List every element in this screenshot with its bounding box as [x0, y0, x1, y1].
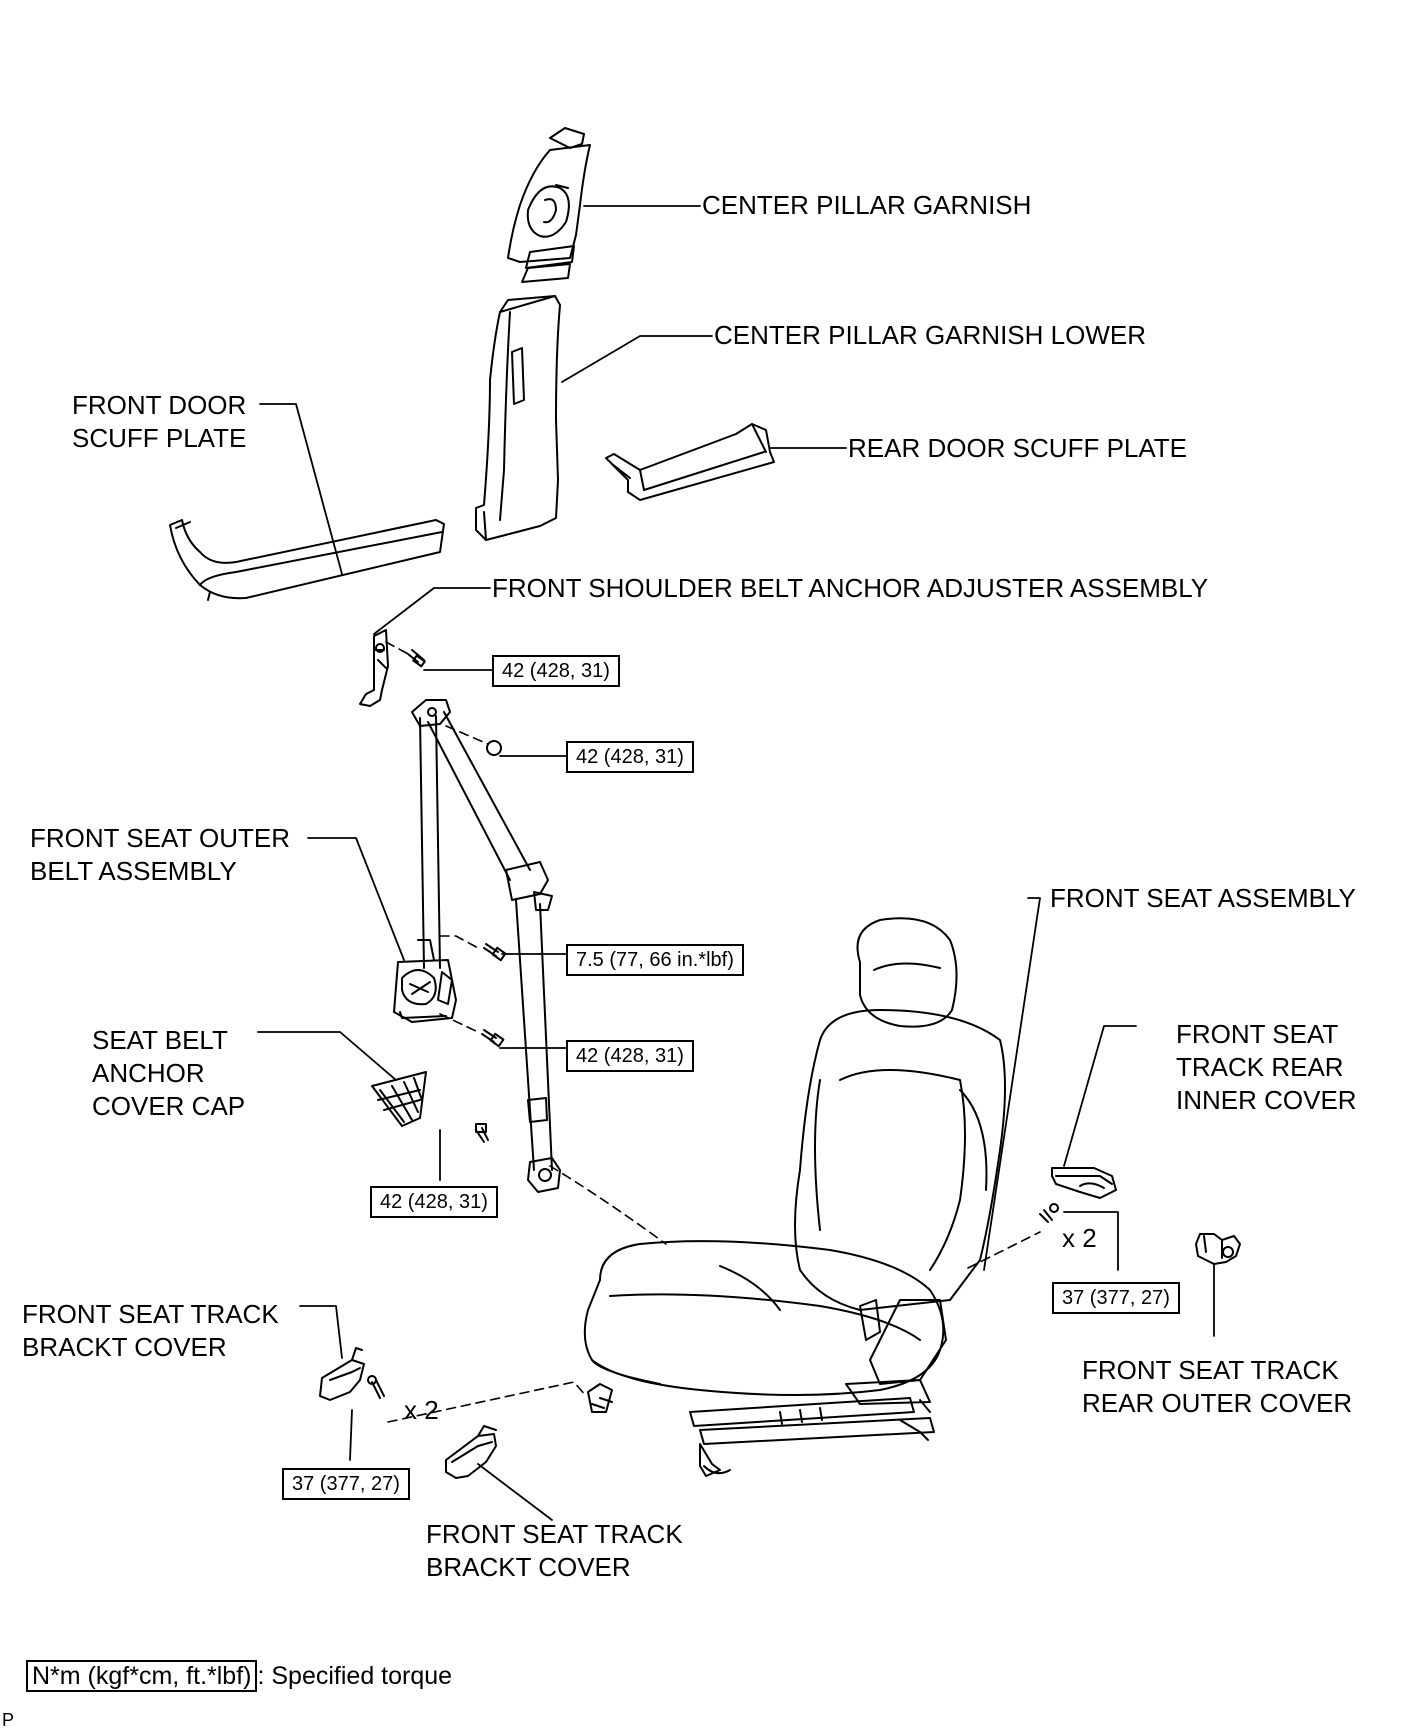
center-pillar-garnish-part [507, 127, 591, 283]
label-front-seat-assembly: FRONT SEAT ASSEMBLY [1050, 883, 1356, 913]
track-bracket-cover-bottom-part [445, 1425, 497, 1479]
torque-adjuster-bolt: 42 (428, 31) [492, 655, 620, 687]
label-track-bracket-cover-left-line1: FRONT SEAT TRACK [22, 1299, 279, 1329]
label-seat-belt-anchor-cover-cap-line3: COVER CAP [92, 1091, 246, 1121]
label-seat-belt-anchor-cover-cap-line1: SEAT BELT [92, 1025, 228, 1055]
torque-rear-track-bolts: 37 (377, 27) [1052, 1282, 1180, 1314]
fasteners [367, 649, 1059, 1399]
track-rear-inner-cover-part [1051, 1167, 1117, 1199]
label-seat-belt-anchor-cover-cap-line2: ANCHOR [92, 1058, 205, 1088]
track-rear-outer-cover-part [1195, 1233, 1241, 1265]
label-track-rear-inner-cover-line3: INNER COVER [1176, 1085, 1357, 1115]
installation-lines [385, 641, 1041, 1423]
front-seat-assembly-part [583, 917, 1006, 1477]
seat-belt-anchor-cover-cap-part [371, 1071, 427, 1127]
shoulder-belt-anchor-adjuster-part [359, 629, 389, 707]
label-center-pillar-garnish: CENTER PILLAR GARNISH [702, 190, 1032, 220]
label-track-bracket-cover-bottom-line1: FRONT SEAT TRACK [426, 1519, 683, 1549]
front-door-scuff-plate-part [169, 519, 445, 601]
legend-unit-box: N*m (kgf*cm, ft.*lbf) [26, 1660, 258, 1692]
torque-floor-anchor-bolt: 42 (428, 31) [370, 1186, 498, 1218]
front-seat-outer-belt-part [393, 699, 561, 1193]
label-front-door-scuff-plate-line2: SCUFF PLATE [72, 423, 247, 453]
label-track-rear-outer-cover-line2: REAR OUTER COVER [1082, 1388, 1353, 1418]
label-rear-door-scuff-plate: REAR DOOR SCUFF PLATE [848, 433, 1188, 463]
label-front-door-scuff-plate-line1: FRONT DOOR [72, 390, 247, 420]
corner-mark: P [2, 1710, 15, 1730]
label-qty-front-track-bolts: x 2 [404, 1395, 439, 1425]
torque-legend: N*m (kgf*cm, ft.*lbf): Specified torque [26, 1660, 452, 1692]
label-front-seat-outer-belt-line2: BELT ASSEMBLY [30, 856, 237, 886]
label-track-rear-outer-cover-line1: FRONT SEAT TRACK [1082, 1355, 1339, 1385]
torque-upper-anchor-nut: 42 (428, 31) [566, 741, 694, 773]
label-center-pillar-garnish-lower: CENTER PILLAR GARNISH LOWER [714, 320, 1146, 350]
torque-retractor-lower-bolt: 42 (428, 31) [566, 1040, 694, 1072]
legend-unit-text: : Specified torque [257, 1662, 453, 1690]
rear-door-scuff-plate-part [605, 423, 775, 501]
label-qty-rear-track-bolts: x 2 [1062, 1223, 1097, 1253]
label-track-bracket-cover-bottom-line2: BRACKT COVER [426, 1552, 631, 1582]
track-bracket-cover-left-part [319, 1347, 365, 1401]
label-front-shoulder-belt-anchor-adjuster: FRONT SHOULDER BELT ANCHOR ADJUSTER ASSE… [492, 573, 1209, 603]
label-track-bracket-cover-left-line2: BRACKT COVER [22, 1332, 227, 1362]
torque-retractor-bolt: 7.5 (77, 66 in.*lbf) [566, 944, 744, 976]
label-track-rear-inner-cover-line2: TRACK REAR [1176, 1052, 1344, 1082]
torque-front-track-bolts: 37 (377, 27) [282, 1468, 410, 1500]
label-front-seat-outer-belt-line1: FRONT SEAT OUTER [30, 823, 291, 853]
leader-lines [257, 205, 1215, 1521]
center-pillar-garnish-lower-part [475, 295, 561, 541]
label-track-rear-inner-cover-line1: FRONT SEAT [1176, 1019, 1339, 1049]
